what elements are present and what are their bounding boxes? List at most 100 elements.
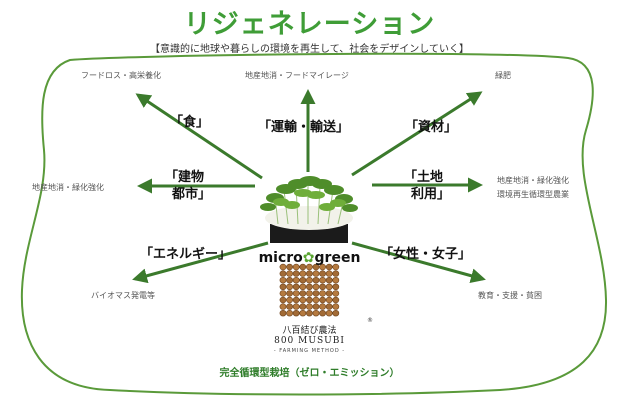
seed-cell <box>319 296 326 304</box>
label-resource: 「資材」 <box>405 120 458 135</box>
seed-cell <box>286 290 293 297</box>
seed-cell <box>286 303 293 310</box>
seed-cell <box>332 303 340 310</box>
seed-cell <box>292 303 300 310</box>
seed-cell <box>299 263 307 271</box>
seed-cell <box>325 303 333 310</box>
seed-cell <box>299 283 307 290</box>
seed-cell <box>286 277 293 284</box>
outcome-land-line1: 地産地消・緑化強化 <box>497 176 569 185</box>
seed-cell <box>305 277 313 284</box>
musubi-seed-grid-logo <box>279 263 340 317</box>
brand-word-green: green <box>314 250 361 266</box>
seed-cell <box>279 270 287 277</box>
seed-cell <box>299 270 307 277</box>
outcome-building: 地産地消・緑化強化 <box>32 183 104 192</box>
seed-cell <box>312 263 320 271</box>
seed-cell <box>292 283 300 290</box>
seed-cell <box>286 296 293 304</box>
label-energy: 「エネルギー」 <box>140 247 232 262</box>
seed-cell <box>319 283 326 290</box>
seed-cell <box>332 310 340 317</box>
label-land-line1: 「土地 <box>404 170 444 185</box>
arrow-resource <box>351 91 483 177</box>
label-building-line2: 都市」 <box>172 187 212 202</box>
seed-cell <box>305 283 313 290</box>
seed-cell <box>279 296 287 304</box>
outcome-gender: 教育・支援・貧困 <box>478 291 542 300</box>
seed-cell <box>325 290 333 297</box>
brand-word-micro: micro <box>258 250 303 266</box>
seed-cell <box>332 270 340 277</box>
seed-cell <box>319 263 326 271</box>
arrow-gender <box>351 241 486 284</box>
seed-cell <box>292 290 300 297</box>
seed-cell <box>312 283 320 290</box>
outcome-land-line2: 環境再生循環型農業 <box>497 190 569 199</box>
outcome-food: フードロス・高栄養化 <box>81 71 161 80</box>
seed-cell <box>279 290 287 297</box>
seed-cell <box>325 310 333 317</box>
seed-cell <box>312 277 320 284</box>
seed-cell <box>305 290 313 297</box>
seed-cell <box>332 283 340 290</box>
seed-cell <box>325 277 333 284</box>
seed-cell <box>305 270 313 277</box>
seed-cell <box>279 303 287 310</box>
seed-cell <box>305 310 313 317</box>
seed-cell <box>319 270 326 277</box>
outcome-resource: 緑肥 <box>495 71 511 80</box>
seed-cell <box>305 263 313 271</box>
outer-frame <box>20 52 608 396</box>
seed-cell <box>292 263 300 271</box>
seed-cell <box>299 296 307 304</box>
seed-cell <box>279 277 287 284</box>
seed-cell <box>299 303 307 310</box>
seed-cell <box>325 270 333 277</box>
seed-cell <box>325 296 333 304</box>
outcome-energy: バイオマス発電等 <box>91 291 155 300</box>
seed-cell <box>286 263 293 271</box>
label-land-line2: 利用」 <box>411 187 451 202</box>
seed-cell <box>286 283 293 290</box>
seed-cell <box>279 263 287 271</box>
seed-cell <box>332 263 340 271</box>
seed-cell <box>332 296 340 304</box>
seed-cell <box>325 283 333 290</box>
label-gender: 「女性・女子」 <box>380 247 472 262</box>
seed-cell <box>332 277 340 284</box>
seed-cell <box>325 263 333 271</box>
seed-cell <box>319 310 326 317</box>
seed-cell <box>332 290 340 297</box>
seed-cell <box>286 270 293 277</box>
arrow-food <box>135 93 263 180</box>
microgreen-sprouts-image <box>260 176 358 243</box>
registered-mark: ® <box>367 317 373 324</box>
seed-cell <box>299 310 307 317</box>
seed-cell <box>299 290 307 297</box>
seed-cell <box>292 310 300 317</box>
seed-cell <box>279 283 287 290</box>
hub-logo-japanese: 八百結び農法 <box>282 326 337 336</box>
seed-cell <box>312 270 320 277</box>
microgreen-brand: micro✿green <box>0 250 619 266</box>
brand-leaf-icon: ✿ <box>302 250 315 266</box>
seed-cell <box>312 303 320 310</box>
hub-logo-sub: - FARMING METHOD - <box>273 348 346 354</box>
seed-cell <box>312 310 320 317</box>
bottom-caption: 完全循環型栽培（ゼロ・エミッション） <box>219 368 400 379</box>
seed-cell <box>319 277 326 284</box>
seed-cell <box>305 296 313 304</box>
seed-cell <box>319 290 326 297</box>
label-food: 「食」 <box>170 115 210 130</box>
outcome-transport: 地産地消・フードマイレージ <box>245 71 349 80</box>
seed-cell <box>292 270 300 277</box>
page-subtitle: 【意識的に地球や暮らしの環境を再生して、社会をデザインしていく】 <box>150 44 469 55</box>
label-building-line1: 「建物 <box>165 170 205 185</box>
seed-cell <box>305 303 313 310</box>
page-title: リジェネレーション <box>183 9 436 40</box>
seed-cell <box>292 277 300 284</box>
hub-logo-english: 800 MUSUBI <box>274 336 345 346</box>
